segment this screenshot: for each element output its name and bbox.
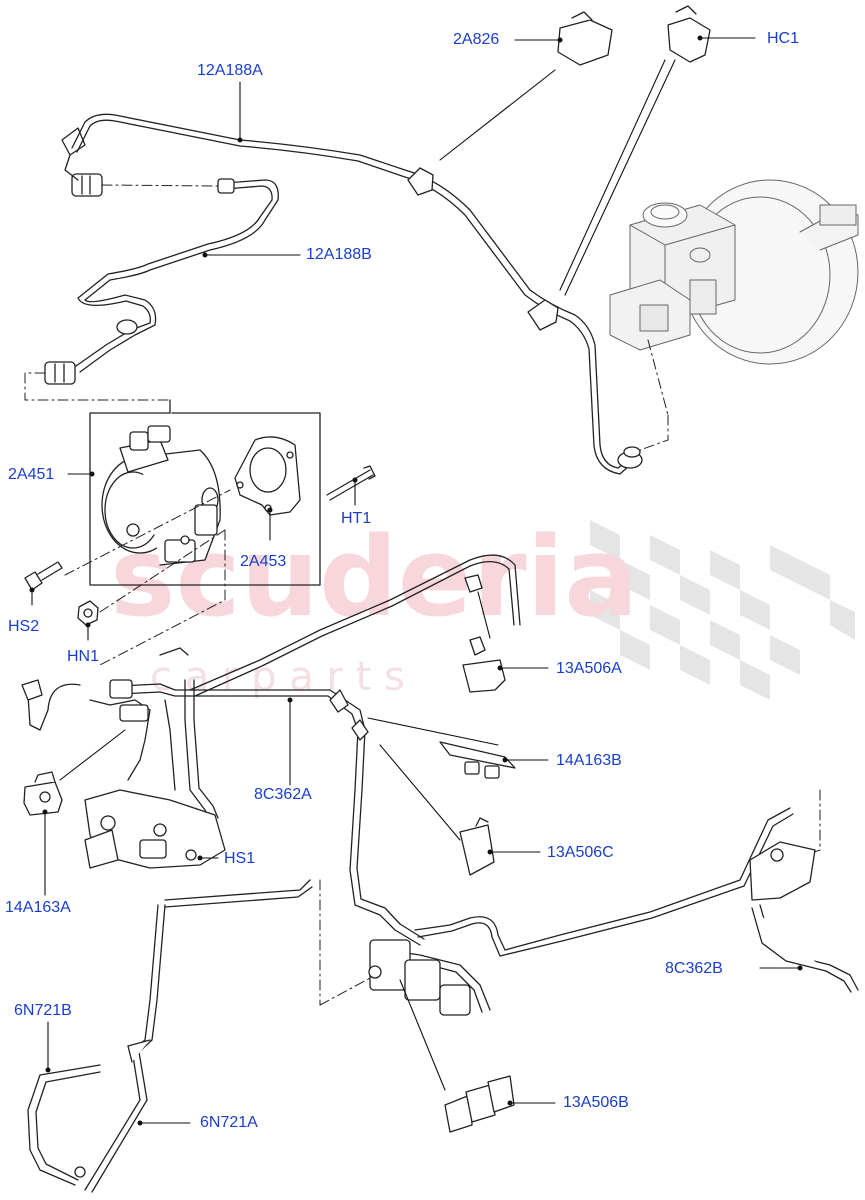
checkered-flag-watermark	[590, 520, 855, 700]
hose-6n721a	[84, 879, 313, 1193]
connector-14a163b	[439, 741, 516, 779]
gasket-2a453	[234, 436, 301, 516]
callout-13a506c[interactable]: 13A506C	[547, 844, 614, 861]
vacuum-pump-box	[89, 399, 321, 586]
bracket-8c362b	[749, 841, 859, 993]
vacuum-line-8c362a	[21, 554, 794, 1016]
watermark-tagline: c a r p a r t s	[150, 654, 405, 700]
callout-12a188b[interactable]: 12A188B	[306, 246, 372, 263]
callout-6n721a[interactable]: 6N721A	[200, 1114, 258, 1131]
vacuum-sensor-14a163a	[23, 771, 63, 816]
clip-13a506a	[462, 574, 506, 693]
nut-hn1	[77, 600, 99, 626]
bolt-ht1	[326, 465, 376, 501]
callout-2a453[interactable]: 2A453	[240, 553, 287, 570]
callout-13a506a[interactable]: 13A506A	[556, 660, 622, 677]
callout-hc1[interactable]: HC1	[767, 30, 800, 47]
callout-leaders	[31, 37, 801, 1124]
callout-8c362a[interactable]: 8C362A	[254, 786, 312, 803]
clip-13a506b	[444, 1075, 515, 1133]
vacuum-hose-12a188b	[44, 178, 279, 385]
callout-6n721b[interactable]: 6N721B	[14, 1002, 72, 1019]
engine-hose-assembly	[84, 679, 226, 869]
vacuum-pump-2a451	[101, 425, 221, 566]
callout-dots	[29, 35, 803, 1126]
clip-hc1	[667, 5, 711, 63]
callout-hn1[interactable]: HN1	[67, 648, 100, 665]
callout-2a451[interactable]: 2A451	[8, 466, 55, 483]
bolt-hs2	[24, 561, 63, 591]
brake-booster-assembly	[609, 179, 859, 365]
callout-13a506b[interactable]: 13A506B	[563, 1094, 629, 1111]
vacuum-hose-12a188a	[61, 113, 643, 475]
clip-2a826	[557, 11, 613, 66]
clip-13a506c	[459, 817, 495, 876]
callout-hs1[interactable]: HS1	[224, 850, 256, 867]
hose-6n721b	[27, 1064, 101, 1186]
callout-2a826[interactable]: 2A826	[453, 31, 500, 48]
callout-8c362b[interactable]: 8C362B	[665, 960, 723, 977]
callout-12a188a[interactable]: 12A188A	[197, 62, 263, 79]
callout-ht1[interactable]: HT1	[341, 510, 372, 527]
callout-14a163b[interactable]: 14A163B	[556, 752, 622, 769]
callout-14a163a[interactable]: 14A163A	[5, 899, 71, 916]
callout-hs2[interactable]: HS2	[8, 618, 40, 635]
